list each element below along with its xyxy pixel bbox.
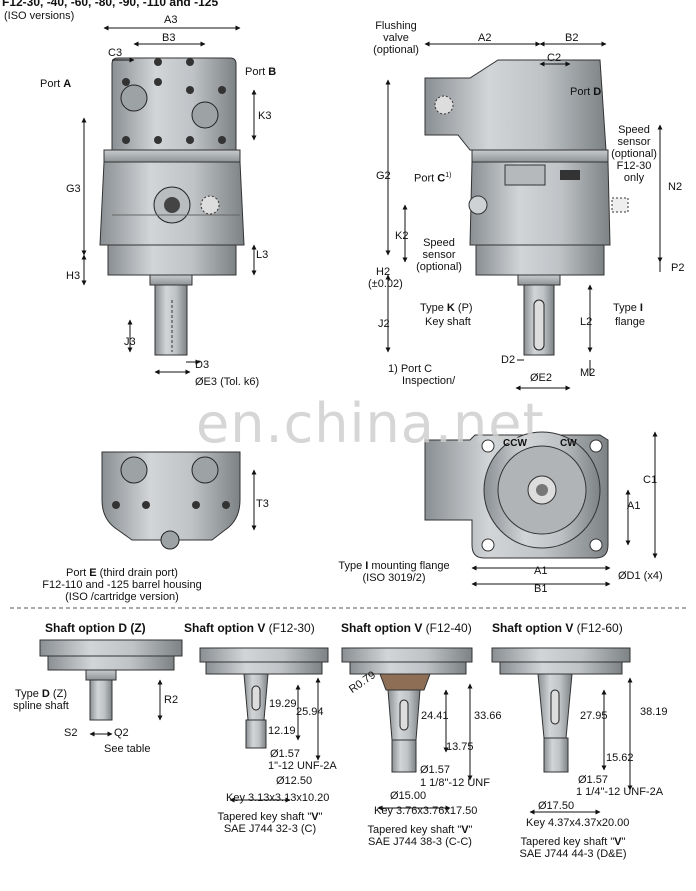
port-e-label: Port E (third drain port) F12-110 and -1… (42, 567, 202, 603)
type-i-label: Type I (613, 302, 643, 314)
dim-k2: K2 (395, 230, 409, 242)
dim-k3: K3 (258, 110, 272, 122)
port-d-label: Port D (570, 86, 602, 98)
shaft-d-r2: R2 (164, 694, 179, 706)
shaft-v60-key: Key 4.37x4.37x20.00 (526, 817, 630, 829)
shaft-v40-key: Key 3.76x3.76x17.50 (374, 805, 478, 817)
front-view-drawing (385, 41, 663, 391)
shaft-v30-drawing (199, 647, 329, 803)
flange-view-drawing (424, 431, 658, 587)
bottom-view-drawing (101, 451, 257, 550)
port-c-label: Port C1) (414, 172, 452, 185)
shaft-v60-caption: Tapered key shaft "V" SAE J744 44-3 (D&E… (519, 836, 627, 860)
shaft-v40-thread: 1 1/8"-12 UNF (420, 777, 490, 789)
dim-b2: B2 (565, 32, 579, 44)
shaft-v60-thread: 1 1/4"-12 UNF-2A (576, 786, 664, 798)
dim-d3: D3 (195, 359, 210, 371)
shaft-v40-dia: Ø15.00 (390, 790, 427, 802)
shaft-v30-thread: 1"-12 UNF-2A (268, 760, 337, 772)
dim-h3: H3 (66, 270, 81, 282)
shaft-v40-drawing (341, 647, 473, 811)
speed-sensor-right-label: Speed sensor (optional) F12-30 only (611, 124, 657, 184)
dim-a2: A2 (478, 32, 492, 44)
shaft-v30-d1: 19.29 (269, 698, 297, 710)
dim-g3: G3 (66, 183, 81, 195)
shaft-v30-d4: Ø1.57 (270, 748, 300, 760)
page-subtitle: (ISO versions) (4, 10, 75, 22)
shaft-v30-dia: Ø12.50 (276, 775, 313, 787)
shaft-d-s2: S2 (64, 727, 78, 739)
shaft-v60-d4: Ø1.57 (578, 774, 608, 786)
dim-b3: B3 (162, 32, 176, 44)
dim-l2: L2 (580, 316, 593, 328)
dim-p2: P2 (671, 262, 685, 274)
watermark: en.china.net (196, 392, 545, 455)
dim-j2: J2 (378, 318, 390, 330)
shaft-v60-dia: Ø17.50 (538, 800, 575, 812)
shaft-d-drawing (39, 639, 183, 737)
dim-c2: C2 (547, 52, 562, 64)
shaft-v40-d1: 24.41 (421, 710, 449, 722)
shaft-v60-d2: 38.19 (640, 706, 668, 718)
shaft-option-v40-title: Shaft option V (F12-40) (341, 621, 472, 635)
shaft-v60-d1: 27.95 (580, 710, 608, 722)
dim-d1: ØD1 (x4) (618, 570, 663, 582)
shaft-d-type-label: Type D (Z) spline shaft (13, 688, 69, 712)
dim-c1: C1 (643, 474, 658, 486)
key-shaft-label: Key shaft (425, 316, 471, 328)
dim-e2: ØE2 (530, 372, 553, 384)
shaft-v30-d3: 12.19 (268, 725, 296, 737)
shaft-d-see-table: See table (104, 743, 151, 755)
shaft-v60-drawing (491, 647, 633, 815)
dim-m2: M2 (580, 367, 596, 379)
port-a-label: Port A (40, 78, 72, 90)
type-k-label: Type K (P) (420, 302, 473, 314)
ccw-label: CCW (503, 438, 527, 449)
dim-n2: N2 (668, 181, 683, 193)
shaft-option-v30-title: Shaft option V (F12-30) (184, 621, 315, 635)
dim-c3: C3 (108, 47, 123, 59)
dim-h2-tol: (±0.02) (368, 278, 403, 290)
page-title: F12-30, -40, -60, -80, -90, -110 and -12… (2, 0, 219, 9)
dim-b1: B1 (534, 583, 548, 595)
dim-e3: ØE3 (Tol. k6) (195, 376, 260, 388)
type-i-flange: flange (615, 316, 645, 328)
shaft-v40-caption: Tapered key shaft "V" SAE J744 38-3 (C-C… (367, 824, 473, 848)
shaft-v40-d3: 13.75 (446, 741, 474, 753)
shaft-option-v60-title: Shaft option V (F12-60) (492, 621, 623, 635)
dim-h2: H2 (376, 266, 391, 278)
dim-t3: T3 (256, 498, 269, 510)
shaft-option-d-title: Shaft option D (Z) (45, 621, 146, 635)
port-b-label: Port B (245, 66, 277, 78)
dim-g2: G2 (376, 170, 391, 182)
shaft-v60-d3: 15.62 (606, 752, 634, 764)
dim-l3: L3 (256, 249, 269, 261)
shaft-d-q2: Q2 (114, 727, 129, 739)
speed-sensor-mid-label: Speed sensor (optional) (416, 237, 462, 273)
dim-a3: A3 (164, 14, 178, 26)
dim-d2: D2 (501, 354, 516, 366)
dim-a1-vertical: A1 (627, 500, 641, 512)
shaft-v40-d2: 33.66 (474, 710, 502, 722)
shaft-v30-d2: 25.94 (296, 706, 324, 718)
side-view-drawing (81, 25, 257, 375)
dim-j3: J3 (124, 336, 136, 348)
shaft-v30-key: Key 3.13x3.13x10.20 (226, 792, 330, 804)
flushing-valve-label: Flushing valve (optional) (373, 20, 419, 56)
shaft-v30-caption: Tapered key shaft "V" SAE J744 32-3 (C) (217, 811, 323, 835)
dim-a1-horizontal: A1 (534, 565, 548, 577)
cw-label: CW (560, 438, 577, 449)
type-i-mounting-flange: Type I mounting flange (ISO 3019/2) (338, 560, 450, 584)
note-port-c: 1) Port C Inspection/ (388, 363, 456, 387)
shaft-v40-d4: Ø1.57 (420, 764, 450, 776)
